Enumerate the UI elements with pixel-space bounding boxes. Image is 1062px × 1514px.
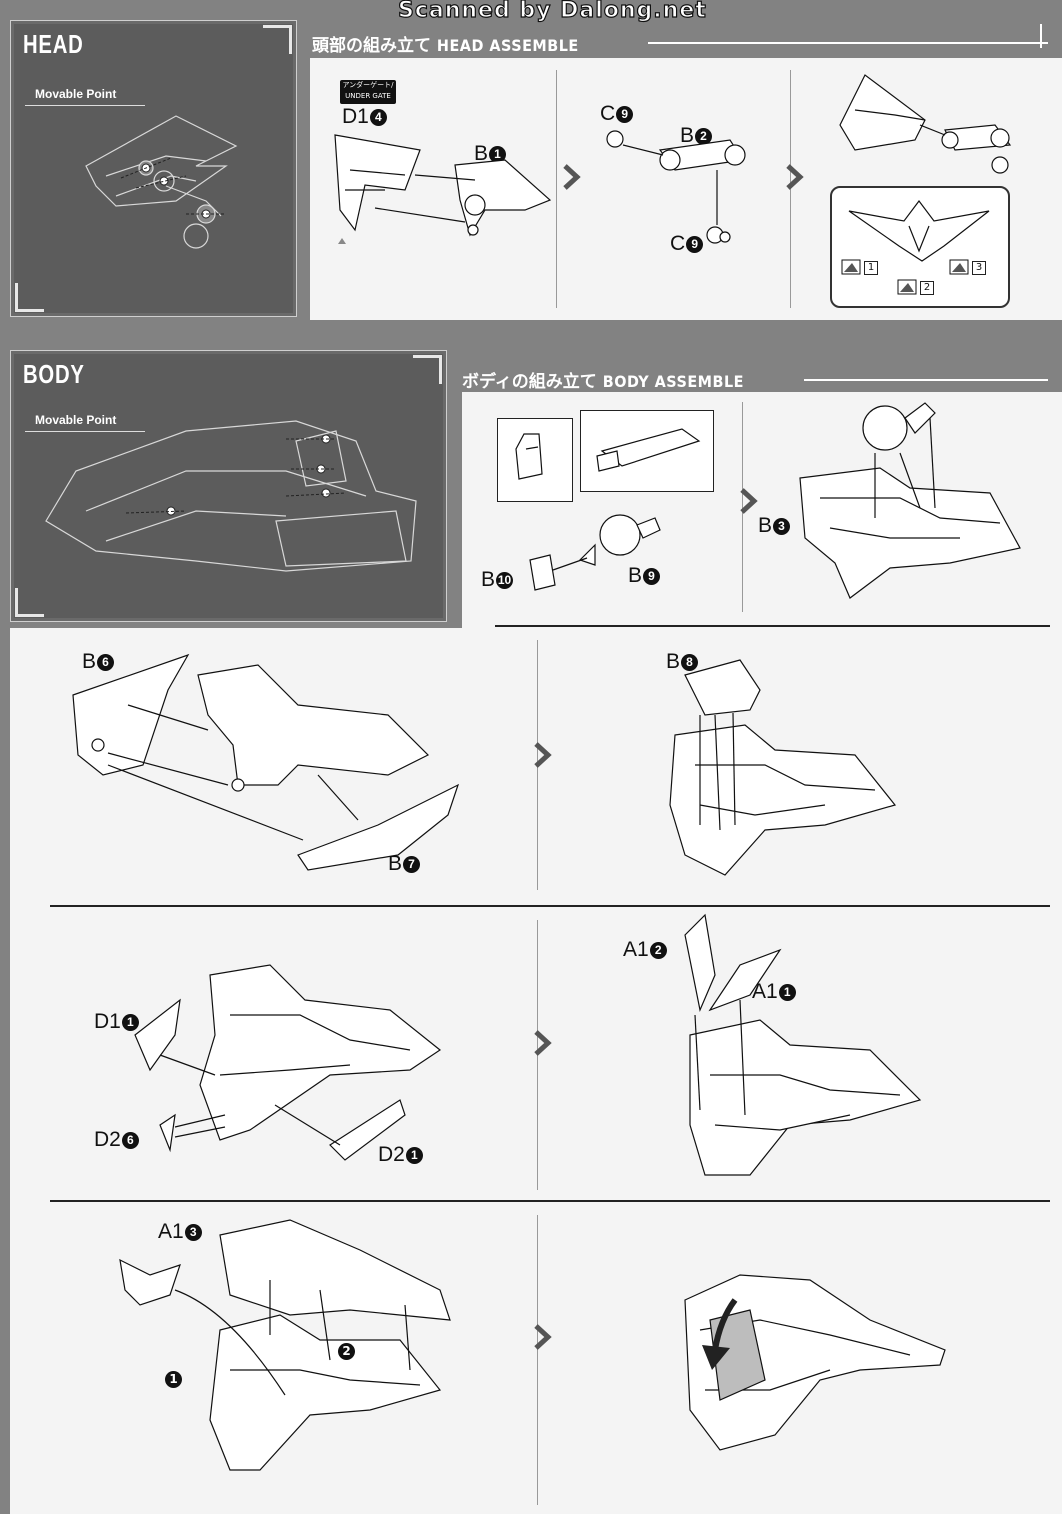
head-panel-title: HEAD [23,29,84,59]
corner-bracket [15,283,44,312]
small-part-drawing [515,433,543,480]
body-step4-drawing [669,659,897,876]
head-title-en: HEAD ASSEMBLE [436,36,579,55]
body-wireframe-image [45,420,417,572]
scan-watermark: Scanned by Dalong.net [397,0,707,24]
next-arrow-icon [740,488,758,514]
body-divider [537,1215,538,1505]
head-movable-underline [25,105,145,106]
under-gate-badge: アンダーゲート/ UNDER GATE [340,80,396,104]
body-section-title: ボディの組み立て BODY ASSEMBLE [462,367,744,392]
head-inset-drawing [848,200,990,262]
head-movable-label: Movable Point [35,87,117,101]
step-number-1: 1 [165,1371,182,1388]
body-step2-drawing [799,402,1021,599]
inset-num-1: 1 [864,261,878,275]
body-step1-drawing [529,514,661,591]
gate-icon [949,259,969,275]
head-title-jp: 頭部の組み立て [312,36,431,56]
next-arrow-icon [534,1324,552,1350]
part-detail-box [497,418,573,502]
body-movable-label: Movable Point [35,413,117,427]
body-divider [742,402,743,612]
body-step3-drawing [72,653,460,871]
head-wireframe-image [85,115,238,249]
body-step6-drawing [684,913,922,1176]
inset-num-3: 3 [972,261,986,275]
body-title-en: BODY ASSEMBLE [602,372,744,391]
part-detail-box [580,410,714,492]
next-arrow-icon [534,742,552,768]
connector-part-drawing [596,428,701,472]
body-movable-underline [25,431,145,432]
head-section-title: 頭部の組み立て HEAD ASSEMBLE [312,31,579,56]
body-title-jp: ボディの組み立て [462,372,597,392]
page-edge-mark [1040,24,1042,48]
body-step7-drawing [119,1219,451,1471]
step-row-divider [50,905,1050,907]
head-divider [556,70,557,308]
head-inset-callout: 1 2 3 [830,186,1010,308]
corner-bracket [413,355,442,384]
inset-num-2: 2 [920,281,934,295]
step-row-divider [50,1200,1050,1202]
head-step3-drawing [839,74,1012,174]
head-step2-drawing [606,130,746,244]
head-step1-drawing [334,134,552,244]
next-arrow-icon [786,164,804,190]
gate-icon [897,279,917,295]
next-arrow-icon [534,1030,552,1056]
body-step5-drawing [134,964,442,1161]
step-row-divider [495,625,1050,627]
body-panel-title: BODY [23,359,85,389]
gate-icon [841,259,861,275]
corner-bracket [263,25,292,54]
body-title-rule [804,379,1048,381]
head-movable-panel: HEAD Movable Point [10,20,297,317]
step-number-2: 2 [338,1343,355,1360]
corner-bracket [15,588,44,617]
body-final-drawing [684,1274,946,1451]
body-movable-panel: BODY Movable Point [10,350,447,622]
head-title-rule [648,42,1048,44]
next-arrow-icon [563,164,581,190]
